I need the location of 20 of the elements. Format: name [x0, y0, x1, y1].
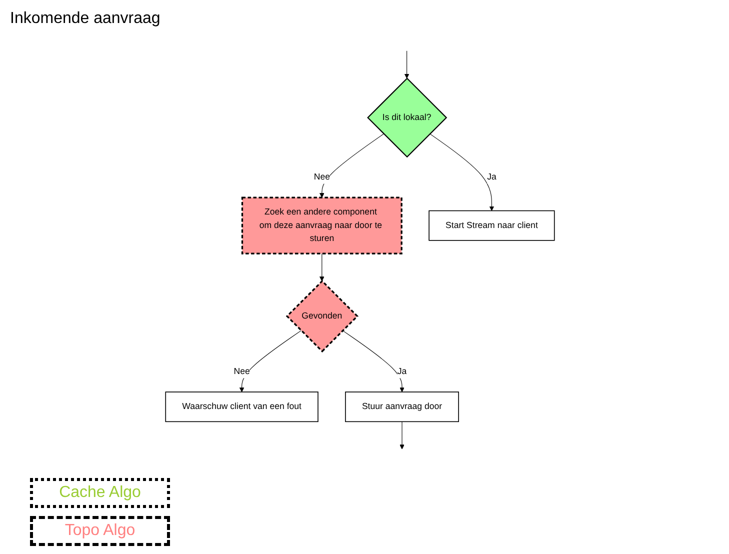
edge-label: Nee: [314, 172, 330, 182]
edge-label: Ja: [487, 172, 496, 182]
edge-label: Nee: [234, 366, 250, 376]
node-box: Start Stream naar client: [428, 210, 555, 241]
note-text: Inkomende aanvraag: [10, 10, 160, 28]
legend-entry: Topo Algo: [30, 516, 170, 546]
legend-entry: Cache Algo: [30, 478, 170, 508]
node-diamond: Is dit lokaal?: [367, 78, 448, 158]
arrow: [239, 330, 302, 392]
arrow: [400, 421, 404, 450]
node-box: Zoek een andere component om deze aanvraag naar door te sturen: [241, 196, 402, 254]
edge-label: Ja: [397, 366, 407, 376]
arrow: [430, 134, 494, 211]
arrow: [342, 330, 404, 392]
node-box: Stuur aanvraag door: [345, 392, 459, 422]
node-box: Waarschuw client van een fout: [165, 392, 318, 422]
arrow: [320, 253, 324, 282]
arrow: [320, 134, 384, 198]
node-diamond: Gevonden: [286, 280, 358, 352]
arrow: [404, 50, 410, 79]
